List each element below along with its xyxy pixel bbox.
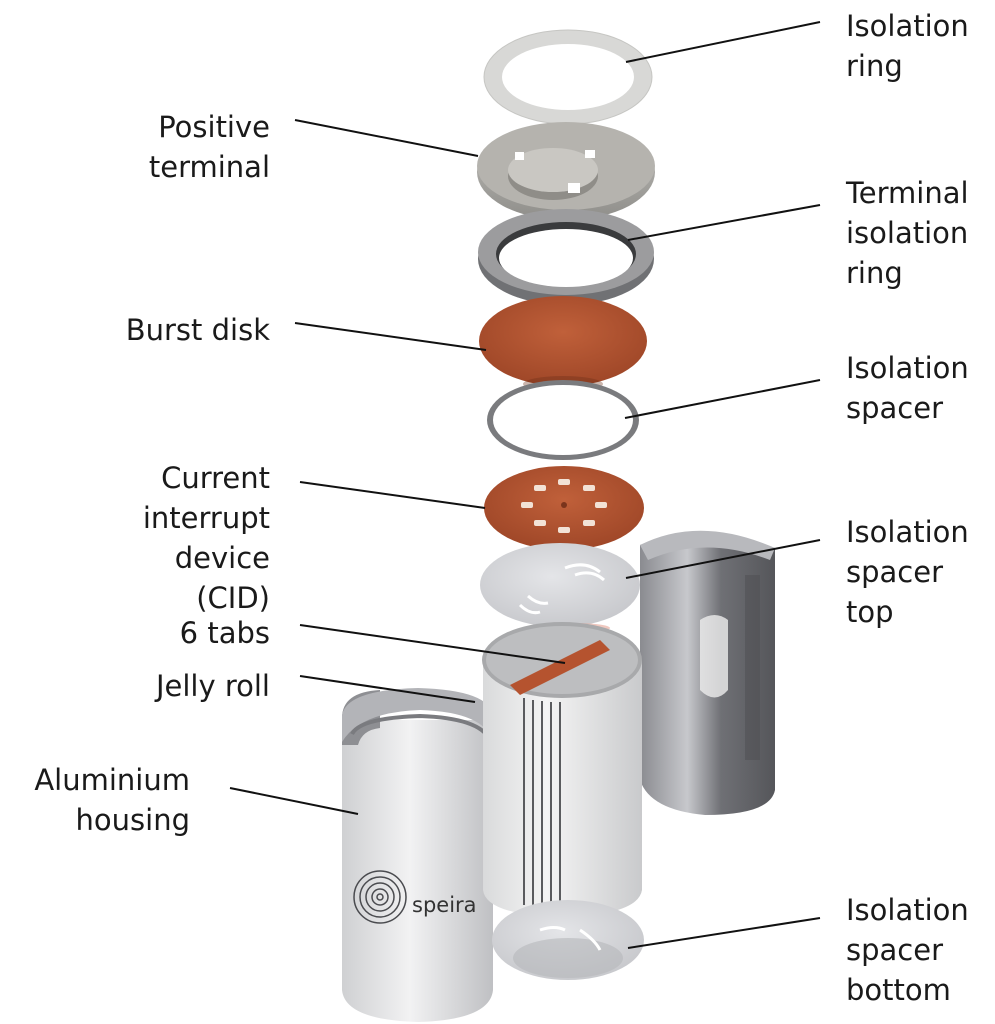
speira-logo <box>353 870 407 924</box>
isolation-spacer-part <box>487 380 639 460</box>
leader-cid <box>299 481 486 509</box>
leader-isolation-ring <box>625 21 821 63</box>
isolation-ring-part <box>483 29 653 125</box>
leader-positive-terminal <box>294 119 479 157</box>
leader-lines <box>229 21 821 949</box>
leader-jelly-roll <box>299 675 476 703</box>
leader-aluminium-housing <box>229 787 359 815</box>
jelly-roll-part <box>482 622 642 917</box>
label-jelly-roll: Jelly roll <box>155 669 270 703</box>
label-isolation-spacer-bottom: Isolation spacer bottom <box>846 893 969 1007</box>
isolation-spacer-bottom-part <box>492 900 644 980</box>
leader-six-tabs <box>299 624 566 664</box>
label-isolation-spacer: Isolation spacer <box>846 351 969 425</box>
label-aluminium-housing: Aluminium housing <box>34 763 190 837</box>
leader-isolation-spacer-top <box>625 539 821 579</box>
label-six-tabs: 6 tabs <box>179 616 270 650</box>
leader-burst-disk <box>294 322 487 351</box>
label-cid: Current interrupt device (CID) <box>142 461 270 615</box>
burst-disk-part <box>479 296 647 392</box>
label-positive-terminal: Positive terminal <box>148 110 270 184</box>
leader-isolation-spacer <box>624 379 821 419</box>
leader-isolation-spacer-bottom <box>627 917 821 949</box>
label-isolation-ring: Isolation ring <box>846 9 969 83</box>
positive-terminal-part <box>477 122 655 220</box>
leader-terminal-isolation-ring <box>627 204 821 241</box>
aluminium-housing-part: speira <box>342 688 493 1022</box>
cid-part <box>484 466 644 550</box>
label-terminal-isolation-ring: Terminal isolation ring <box>846 176 969 290</box>
label-isolation-spacer-top: Isolation spacer top <box>846 515 969 629</box>
terminal-isolation-ring-part <box>478 209 654 305</box>
label-burst-disk: Burst disk <box>125 313 270 347</box>
isolation-spacer-top-part <box>480 543 640 633</box>
speira-logo-text: speira <box>412 893 477 917</box>
housing-half-shell <box>640 530 775 815</box>
